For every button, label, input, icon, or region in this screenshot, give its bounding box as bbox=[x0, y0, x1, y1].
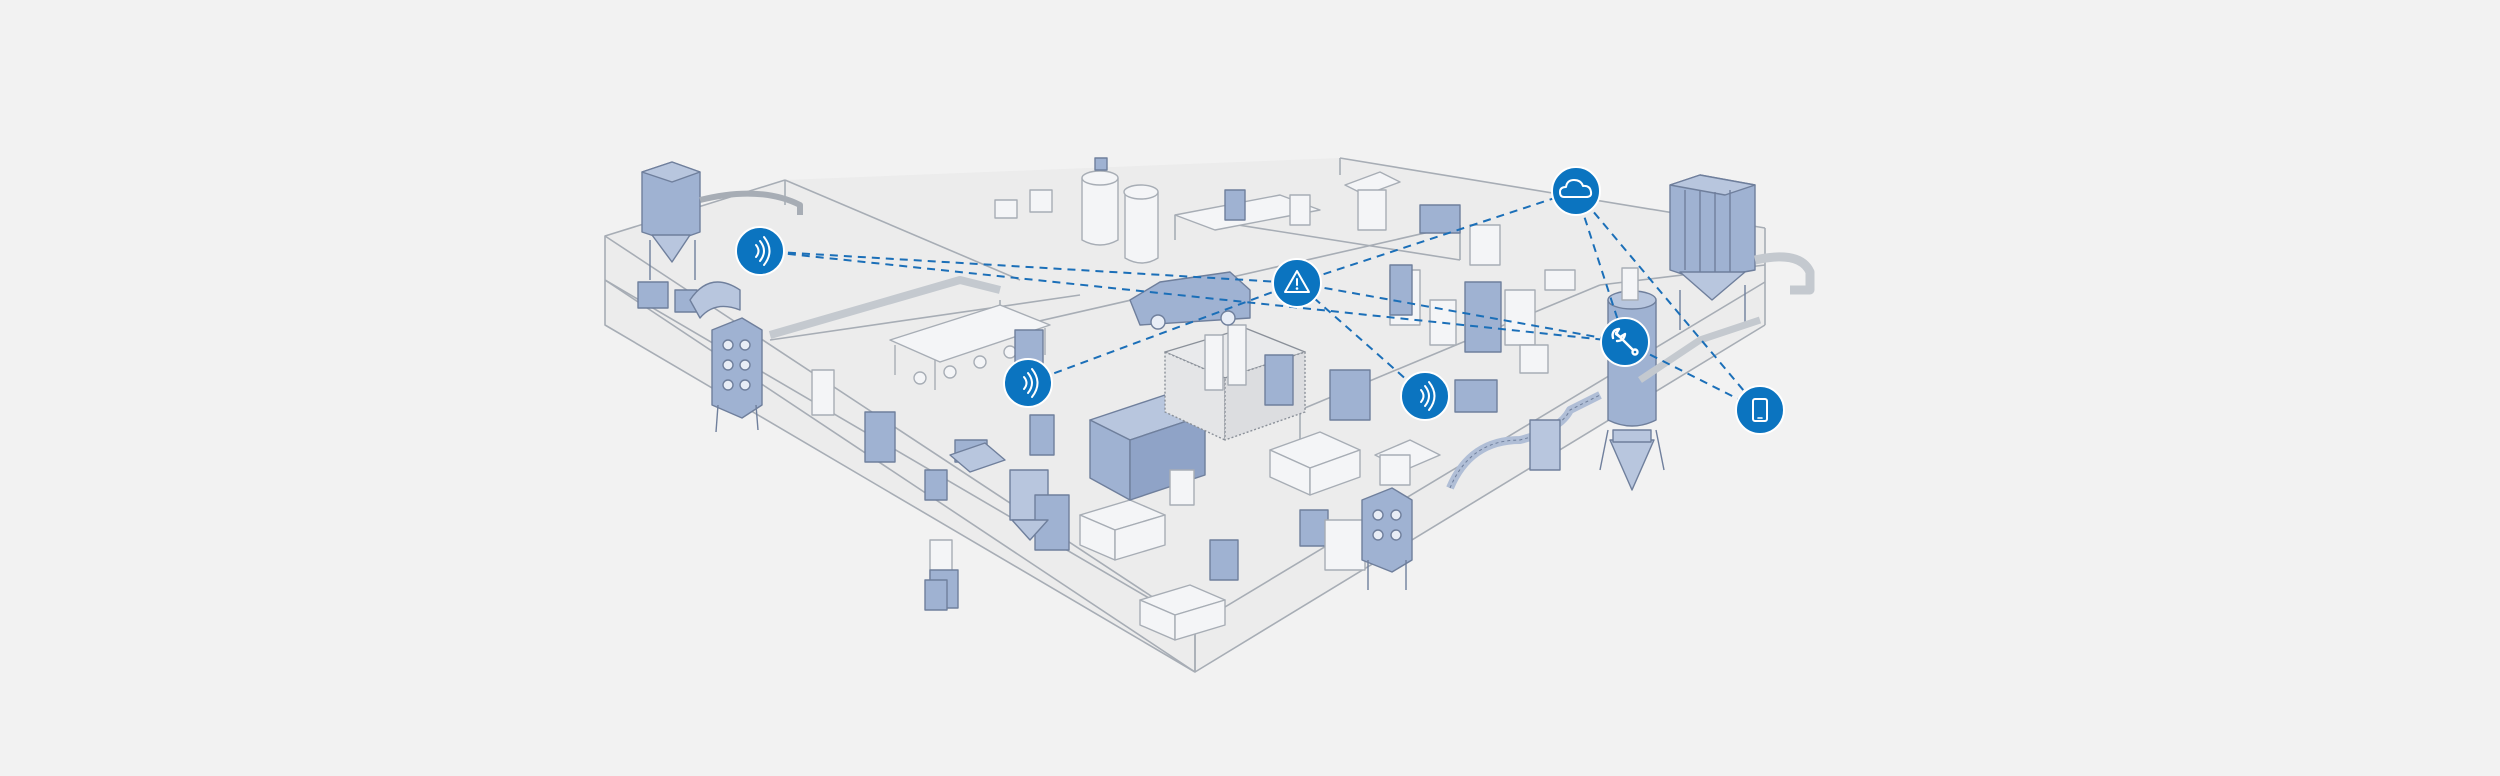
silo-tower bbox=[1599, 267, 1665, 491]
factory-equipment bbox=[637, 157, 1815, 641]
office-block bbox=[1174, 171, 1501, 266]
duct-left bbox=[768, 276, 1001, 339]
dust-collector-left bbox=[637, 161, 803, 313]
network-nodes bbox=[735, 166, 1785, 435]
tablet-icon bbox=[1752, 398, 1768, 422]
machines-lower-left bbox=[1079, 499, 1226, 641]
baghouse-right bbox=[1638, 174, 1815, 383]
link-sensor-3-alert-hub bbox=[1296, 282, 1426, 397]
sensor-waves-icon bbox=[1023, 368, 1039, 398]
link-maintenance-mobile bbox=[1624, 341, 1761, 411]
link-cloud-mobile bbox=[1575, 190, 1761, 411]
sensor-waves-icon bbox=[1420, 381, 1436, 411]
alert-node[interactable] bbox=[1272, 258, 1322, 308]
cartridge-collector-right bbox=[1209, 419, 1561, 590]
sensor-node-2[interactable] bbox=[1003, 358, 1053, 408]
fan-unit-bottom bbox=[924, 469, 1195, 611]
sensor-node-1[interactable] bbox=[735, 226, 785, 276]
sensor-node-3[interactable] bbox=[1400, 371, 1450, 421]
cloud-node[interactable] bbox=[1551, 166, 1601, 216]
wrench-icon bbox=[1611, 327, 1639, 356]
central-machines bbox=[1204, 324, 1441, 571]
link-alert-hub-cloud bbox=[1296, 190, 1577, 284]
storage-tanks bbox=[994, 157, 1159, 264]
warning-icon bbox=[1284, 270, 1310, 293]
link-cloud-maintenance bbox=[1575, 190, 1626, 343]
workbench-area bbox=[889, 304, 1051, 390]
network-links bbox=[759, 190, 1761, 411]
cloud-icon bbox=[1559, 179, 1593, 198]
link-sensor-1-alert-hub bbox=[759, 250, 1298, 284]
sensor-waves-icon bbox=[755, 236, 771, 266]
link-sensor-2-alert-hub bbox=[1027, 282, 1298, 384]
link-sensor-1-maintenance bbox=[759, 250, 1626, 343]
maintenance-node[interactable] bbox=[1600, 317, 1650, 367]
delivery-van bbox=[1129, 271, 1251, 330]
machines-right bbox=[1389, 264, 1576, 413]
cartridge-collector-left bbox=[689, 281, 763, 433]
mobile-node[interactable] bbox=[1735, 385, 1785, 435]
